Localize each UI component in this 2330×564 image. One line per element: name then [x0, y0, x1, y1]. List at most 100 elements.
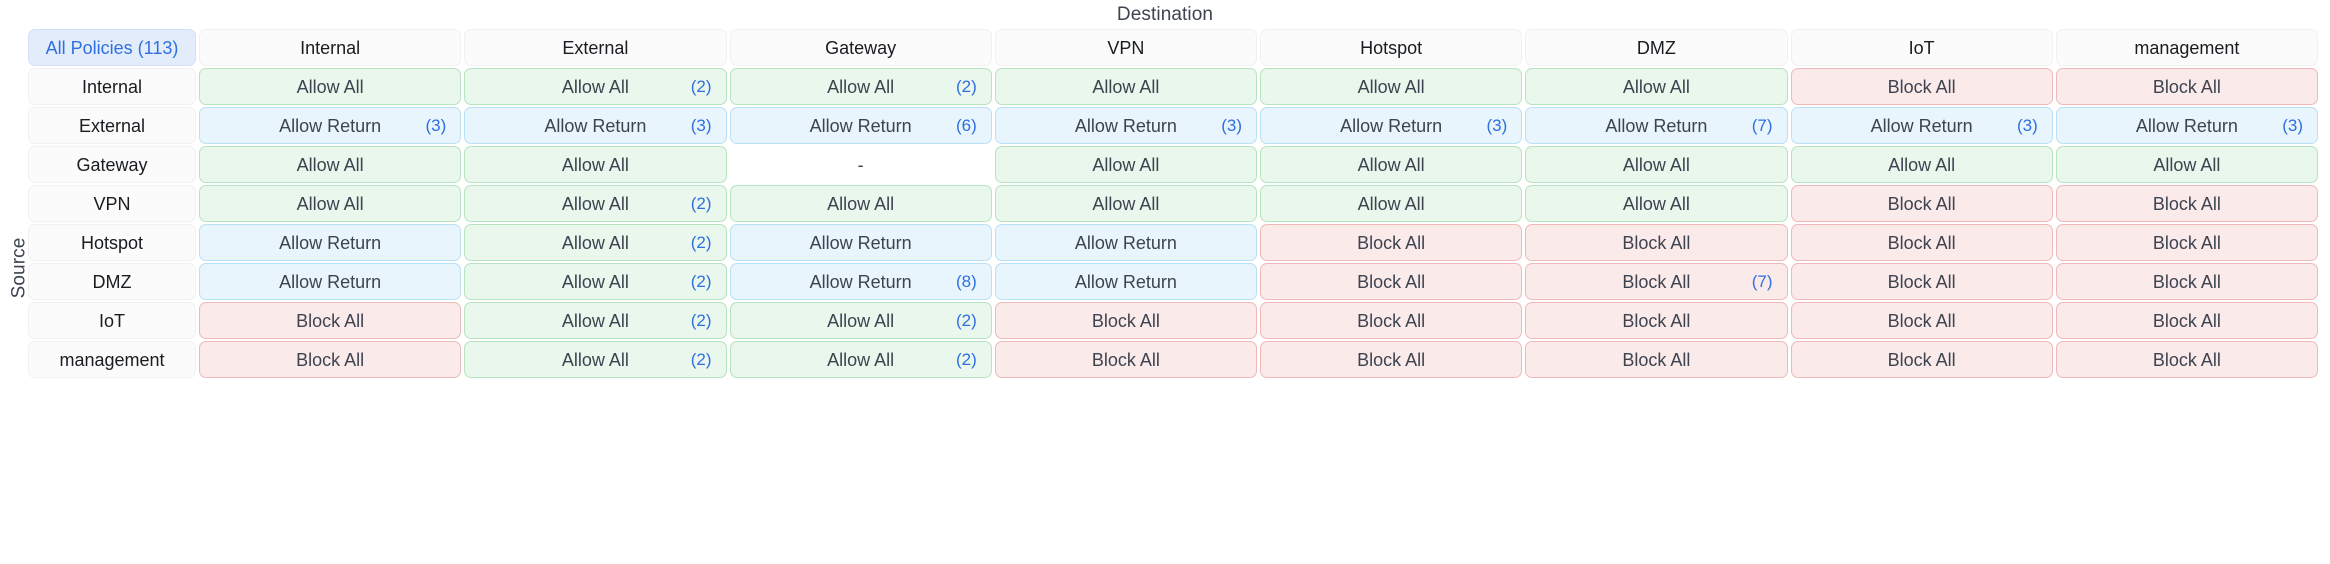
policy-cell-label: Allow Return	[1870, 115, 1973, 136]
policy-cell[interactable]: Allow Return	[729, 224, 992, 261]
policy-cell[interactable]: Allow Return(6)	[729, 107, 992, 144]
policy-cell-label: Allow All	[1357, 76, 1425, 97]
policy-cell[interactable]: Allow Return	[994, 263, 1257, 300]
policy-cell-label: Allow All	[1622, 193, 1690, 214]
policy-cell[interactable]: Block All	[2055, 302, 2318, 339]
policy-cell[interactable]: Block All	[1790, 68, 2053, 105]
policy-cell[interactable]: Block All	[1260, 302, 1523, 339]
policy-cell[interactable]: Block All	[1790, 341, 2053, 378]
policy-cell[interactable]: Allow All	[1525, 185, 1788, 222]
policy-cell[interactable]: Block All	[1790, 263, 2053, 300]
policy-cell-label: Block All	[1887, 193, 1956, 214]
policy-cell[interactable]: Block All	[2055, 224, 2318, 261]
policy-cell[interactable]: Allow All(2)	[464, 302, 727, 339]
column-header-hotspot[interactable]: Hotspot	[1260, 29, 1523, 66]
policy-cell-count: (2)	[690, 233, 712, 252]
policy-cell[interactable]: Block All	[1260, 341, 1523, 378]
policy-cell-label: Block All	[1887, 76, 1956, 97]
policy-cell[interactable]: Allow All	[994, 185, 1257, 222]
policy-cell[interactable]: Allow All	[1525, 146, 1788, 183]
policy-cell[interactable]: Allow All(2)	[464, 341, 727, 378]
policy-cell-label: Block All	[1622, 310, 1691, 331]
policy-cell[interactable]: Allow Return(3)	[994, 107, 1257, 144]
policy-cell[interactable]: Allow All	[729, 185, 992, 222]
policy-cell[interactable]: Allow Return(3)	[1260, 107, 1523, 144]
column-header-iot[interactable]: IoT	[1790, 29, 2053, 66]
policy-cell[interactable]: Allow All	[2055, 146, 2318, 183]
row-header-external[interactable]: External	[28, 107, 196, 144]
row-header-hotspot[interactable]: Hotspot	[28, 224, 196, 261]
policy-cell[interactable]: Allow All	[1525, 68, 1788, 105]
row-header-dmz[interactable]: DMZ	[28, 263, 196, 300]
policy-cell[interactable]: Block All(7)	[1525, 263, 1788, 300]
policy-cell[interactable]: Allow All (2)	[464, 224, 727, 261]
policy-cell[interactable]: Allow Return(8)	[729, 263, 992, 300]
policy-cell[interactable]: Block All	[994, 341, 1257, 378]
policy-cell[interactable]: Block All	[199, 341, 462, 378]
policy-cell[interactable]: Block All	[199, 302, 462, 339]
policy-cell[interactable]: Block All	[2055, 185, 2318, 222]
policy-cell[interactable]: Allow Return(3)	[2055, 107, 2318, 144]
policy-cell-label: Allow All	[561, 76, 629, 97]
row-header-label: Internal	[81, 76, 143, 97]
column-header-external[interactable]: External	[464, 29, 727, 66]
policy-cell[interactable]: Allow Return	[994, 224, 1257, 261]
policy-cell[interactable]: Block All	[2055, 68, 2318, 105]
column-header-dmz[interactable]: DMZ	[1525, 29, 1788, 66]
policy-cell[interactable]: Allow Return(3)	[464, 107, 727, 144]
policy-cell-label: Block All	[1091, 310, 1160, 331]
policy-cell[interactable]: Allow All(2)	[464, 263, 727, 300]
policy-cell-label: Block All	[2152, 310, 2221, 331]
column-header-vpn[interactable]: VPN	[994, 29, 1257, 66]
policy-cell-label: Allow All	[561, 232, 629, 253]
policy-cell[interactable]: Block All	[994, 302, 1257, 339]
policy-cell[interactable]: Allow All	[199, 185, 462, 222]
policy-cell[interactable]: Allow All	[1260, 146, 1523, 183]
row-header-iot[interactable]: IoT	[28, 302, 196, 339]
column-header-internal[interactable]: Internal	[199, 29, 462, 66]
policy-cell[interactable]: Allow All	[994, 68, 1257, 105]
column-header-gateway[interactable]: Gateway	[729, 29, 992, 66]
policy-cell-label: Block All	[1887, 271, 1956, 292]
row-header-vpn[interactable]: VPN	[28, 185, 196, 222]
policy-cell[interactable]: Allow All	[1260, 68, 1523, 105]
policy-cell-label: Allow Return	[809, 271, 912, 292]
policy-cell[interactable]: Block All	[1525, 302, 1788, 339]
policy-cell[interactable]: Block All	[1790, 302, 2053, 339]
all-policies-button[interactable]: All Policies (113)	[28, 29, 196, 66]
column-header-management[interactable]: management	[2055, 29, 2318, 66]
column-header-label: management	[2134, 37, 2240, 58]
policy-cell[interactable]: Block All	[2055, 341, 2318, 378]
row-header-label: VPN	[93, 193, 131, 214]
policy-cell[interactable]: Allow All	[199, 68, 462, 105]
policy-cell[interactable]: Block All	[1525, 224, 1788, 261]
policy-cell[interactable]: Allow All	[464, 146, 727, 183]
policy-cell[interactable]: Block All	[1260, 263, 1523, 300]
policy-cell[interactable]: Allow All	[199, 146, 462, 183]
policy-cell[interactable]: Allow Return(3)	[1790, 107, 2053, 144]
row-header-gateway[interactable]: Gateway	[28, 146, 196, 183]
policy-cell[interactable]: Allow Return(7)	[1525, 107, 1788, 144]
policy-cell-label: Allow All	[561, 349, 629, 370]
policy-cell[interactable]: Block All	[1790, 185, 2053, 222]
policy-cell-label: Allow Return	[1074, 271, 1177, 292]
policy-cell[interactable]: Allow Return(3)	[199, 107, 462, 144]
policy-cell[interactable]: Block All	[2055, 263, 2318, 300]
row-header-internal[interactable]: Internal	[28, 68, 196, 105]
policy-cell[interactable]: Allow All(2)	[464, 185, 727, 222]
policy-cell[interactable]: Allow Return	[199, 263, 462, 300]
policy-cell[interactable]: Allow All	[1260, 185, 1523, 222]
policy-cell[interactable]: Allow All	[994, 146, 1257, 183]
row-header-management[interactable]: management	[28, 341, 196, 378]
policy-cell[interactable]: Allow All(2)	[729, 341, 992, 378]
policy-cell[interactable]: Block All	[1260, 224, 1523, 261]
policy-cell[interactable]: Allow Return	[199, 224, 462, 261]
policy-cell[interactable]: Allow All(2)	[464, 68, 727, 105]
policy-cell[interactable]: Block All	[1525, 341, 1788, 378]
policy-cell[interactable]: Block All	[1790, 224, 2053, 261]
policy-cell[interactable]: Allow All(2)	[729, 68, 992, 105]
policy-cell[interactable]: -	[729, 146, 992, 183]
policy-cell[interactable]: Allow All(2)	[729, 302, 992, 339]
policy-cell[interactable]: Allow All	[1790, 146, 2053, 183]
